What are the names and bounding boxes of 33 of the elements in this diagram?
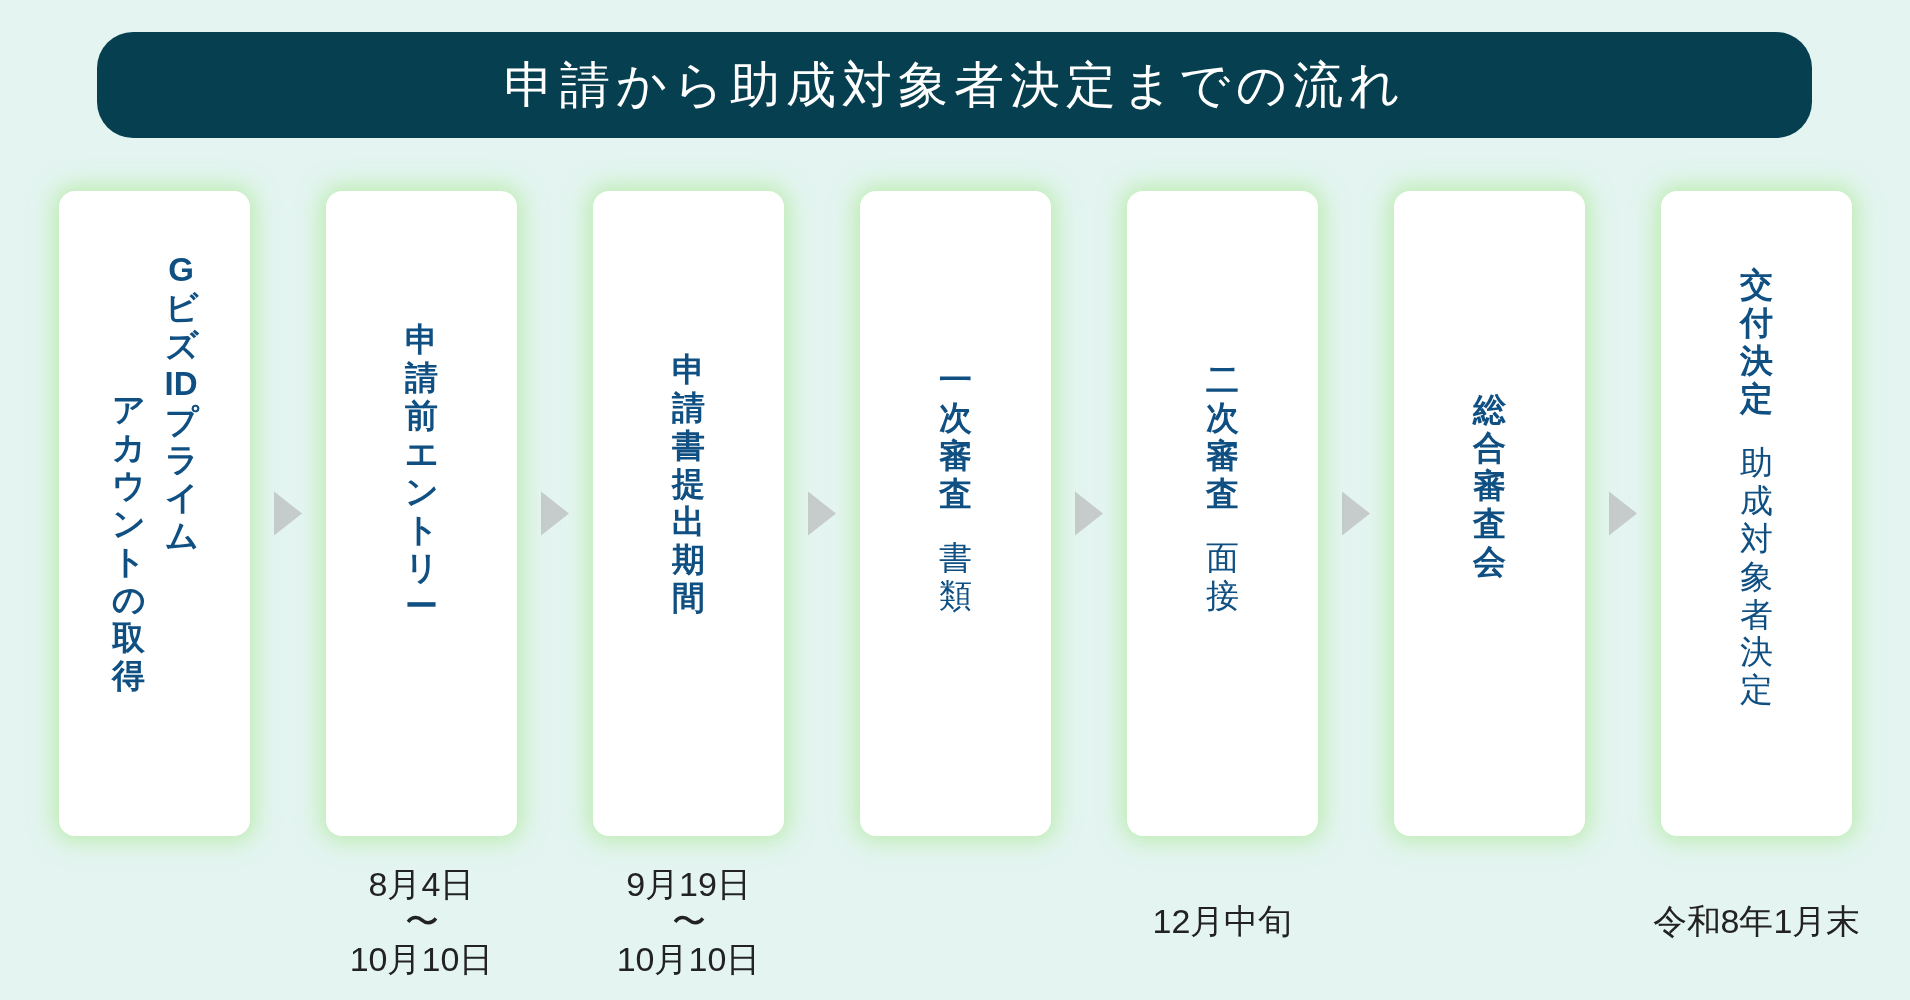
arrow [1075,491,1103,536]
step-title: 申請書提出期間 [672,351,705,617]
step-title: GビズIDプライム [164,251,198,555]
step-card [860,191,1051,836]
step-detail: アカウントの取得 [111,391,145,695]
arrow [274,491,302,536]
arrow [1342,491,1370,536]
step-title: 申請前エントリー [405,321,438,625]
step-card [1127,191,1318,836]
date-label: 10月10日 [616,940,761,979]
step-card [326,191,517,836]
step-detail: 助成対象者決定 [1740,443,1773,710]
title: 申請から助成対象者決定までの流れ [503,54,1406,116]
step-title: 二次審査 [1206,361,1239,513]
step-card [593,191,784,836]
date-label: 令和8年1月末 [1652,903,1861,941]
arrow [808,491,836,536]
arrow [541,491,569,536]
date-label: 12月中旬 [1152,903,1293,941]
step-title: 総合審査会 [1473,391,1506,581]
step-title: 一次審査 [939,361,972,513]
date-label: 10月10日 [349,940,494,979]
step-card [59,191,250,836]
step-detail: 書類 [939,538,972,615]
date-label: 〜 [404,903,439,941]
step-card [1394,191,1585,836]
step-detail: 面接 [1206,538,1239,615]
date-label: 9月19日 [626,865,751,904]
date-label: 〜 [671,903,706,941]
step-card [1661,191,1852,836]
step-title: 交付決定 [1740,266,1773,418]
arrow [1609,491,1637,536]
date-label: 8月4日 [368,865,475,904]
